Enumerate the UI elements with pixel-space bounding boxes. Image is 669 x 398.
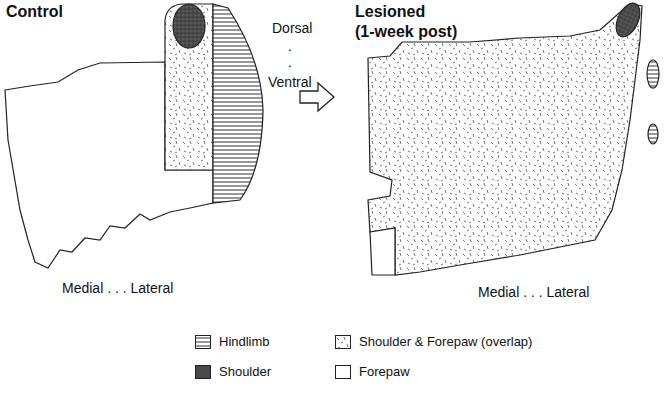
legend-swatch-fill xyxy=(336,366,350,378)
legend-label: Forepaw xyxy=(359,364,410,379)
axis-label: Dorsal xyxy=(272,20,312,36)
hindlimb-island xyxy=(648,124,658,144)
legend-label: Shoulder xyxy=(219,364,271,379)
axis-label: Medial . . . Lateral xyxy=(478,284,589,300)
panel-title: Control xyxy=(6,4,63,20)
overlap-region xyxy=(368,4,642,275)
legend-label: Hindlimb xyxy=(219,334,270,349)
legend-swatch-fill xyxy=(196,366,210,378)
axis-dots: . xyxy=(288,54,292,70)
legend-item: Hindlimb xyxy=(195,334,270,349)
shoulder-region xyxy=(173,4,205,48)
hindlimb-region xyxy=(213,4,263,203)
panel-subtitle: (1-week post) xyxy=(355,24,457,40)
legend-item: Shoulder xyxy=(195,364,271,379)
legend-swatch xyxy=(335,335,351,349)
legend-swatch-fill xyxy=(336,336,350,348)
axis-dots: . xyxy=(288,38,292,54)
axis-label: Ventral xyxy=(268,74,312,90)
legend-item: Forepaw xyxy=(335,364,410,379)
legend-swatch xyxy=(195,335,211,349)
legend-label: Shoulder & Forepaw (overlap) xyxy=(359,334,532,349)
shoulder-region xyxy=(611,0,644,41)
legend-swatch xyxy=(195,365,211,379)
legend-item: Shoulder & Forepaw (overlap) xyxy=(335,334,532,349)
hindlimb-island xyxy=(647,60,659,88)
axis-label: Medial . . . Lateral xyxy=(62,280,173,296)
legend-swatch-fill xyxy=(196,336,210,348)
legend-swatch xyxy=(335,365,351,379)
overlap-region xyxy=(165,4,213,170)
forepaw-region xyxy=(370,228,395,275)
panel-title: Lesioned xyxy=(355,4,425,20)
